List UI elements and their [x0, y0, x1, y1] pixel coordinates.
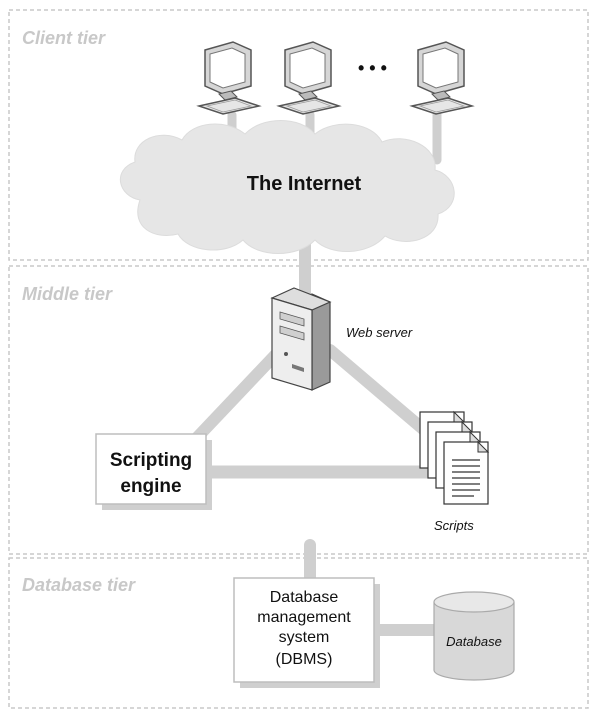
dbms-box: [233, 577, 375, 683]
server-tower-icon: [270, 287, 332, 391]
dbms-label-line4: (DBMS): [276, 651, 333, 668]
internet-label: The Internet: [247, 173, 362, 195]
dbms-label-line2: management: [257, 609, 351, 626]
client-tier-box: [8, 9, 589, 261]
database-tier-box: [8, 557, 589, 709]
web-server-label: Web server: [346, 325, 413, 340]
database-label: Database: [446, 634, 502, 649]
workstation-icon: [278, 41, 340, 115]
script-pages-icon: [419, 410, 490, 505]
middle-tier-label: Middle tier: [22, 284, 113, 304]
database-tier-label: Database tier: [22, 575, 136, 595]
scripting-engine-box: [95, 433, 207, 505]
dbms-label-line1: Database: [270, 589, 339, 606]
workstation-icon: [411, 41, 473, 115]
scripting-engine-label-line1: Scripting: [110, 450, 192, 471]
middle-tier-box: [8, 265, 589, 555]
cloud-icon: [119, 120, 455, 254]
database-cylinder-icon: [433, 591, 515, 681]
dbms-label-line3: system: [279, 629, 330, 646]
scripts-label: Scripts: [434, 518, 474, 533]
scripting-engine-label-line2: engine: [120, 476, 181, 497]
more-clients-ellipsis: • • •: [358, 58, 387, 78]
client-tier-label: Client tier: [22, 28, 106, 48]
server-to-engine-connector: [184, 344, 286, 451]
workstation-icon: [198, 41, 260, 115]
server-to-scripts-connector: [324, 344, 436, 441]
